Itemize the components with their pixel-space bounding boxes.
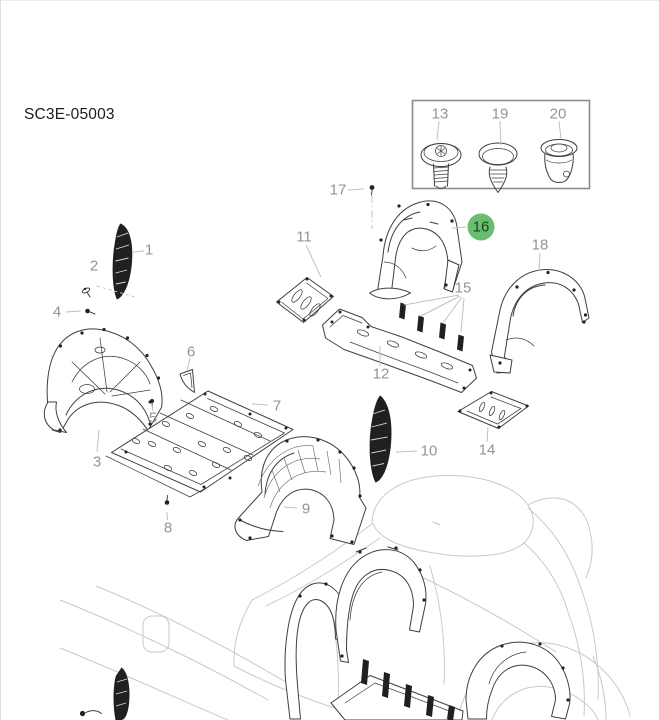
callout-number: 6 (187, 344, 195, 361)
installed-rear-wheel-liner (465, 641, 571, 720)
part-14-underbody-cover (457, 391, 529, 429)
callout-number: 9 (302, 501, 310, 518)
part-9-rear-wheel-liner (234, 436, 367, 545)
callout-20[interactable]: 20 (550, 106, 567, 123)
fastener-legend-box (411, 99, 591, 193)
grommet-nut-icon (540, 139, 578, 183)
part-1-deflector-strip (112, 223, 133, 300)
callout-number: 5 (149, 410, 157, 427)
callout-number: 10 (421, 443, 438, 460)
push-clip-icon (478, 142, 518, 193)
installed-underbody-panel (330, 659, 464, 720)
part-15-clips (399, 302, 464, 352)
page-code: SC3E-05003 (24, 106, 115, 123)
callout-number: 19 (492, 106, 509, 123)
callout-number: 7 (273, 398, 281, 415)
callout-5[interactable]: 5 (149, 410, 157, 427)
part-8-screw (164, 495, 170, 505)
callout-16[interactable]: 16 (467, 213, 495, 241)
callout-4[interactable]: 4 (53, 304, 61, 321)
part-4-screw (85, 308, 96, 315)
part-2-fastener (81, 287, 91, 298)
callout-number: 20 (550, 106, 567, 123)
callout-18[interactable]: 18 (532, 237, 549, 254)
callout-number: 14 (479, 442, 496, 459)
highlight-circle (467, 213, 495, 241)
torx-screw-icon (420, 143, 462, 189)
part-11-underbody-cover (276, 277, 334, 323)
page-left-border (0, 0, 1, 720)
installed-fastener (79, 710, 102, 717)
callout-number: 17 (330, 182, 347, 199)
callout-number: 18 (532, 237, 549, 254)
callout-17[interactable]: 17 (330, 182, 347, 199)
callout-number: 16 (473, 219, 490, 236)
callout-6[interactable]: 6 (187, 344, 195, 361)
part-6-bracket (179, 369, 195, 393)
callout-2[interactable]: 2 (90, 258, 98, 275)
car-outline (59, 475, 631, 720)
callout-number: 12 (373, 366, 390, 383)
part-16-front-wheel-liner (369, 200, 463, 300)
callout-13[interactable]: 13 (432, 106, 449, 123)
part-17-screw (369, 185, 375, 196)
callout-3[interactable]: 3 (93, 454, 101, 471)
callout-12[interactable]: 12 (373, 366, 390, 383)
callout-number: 8 (164, 520, 172, 537)
callout-number: 11 (296, 229, 312, 246)
callout-number: 13 (432, 106, 449, 123)
callout-number: 1 (145, 242, 153, 259)
callout-8[interactable]: 8 (164, 520, 172, 537)
callout-14[interactable]: 14 (479, 442, 496, 459)
part-12-crossmember-cover (322, 308, 477, 393)
part-7-underbody-panel (105, 390, 294, 498)
callout-10[interactable]: 10 (421, 443, 438, 460)
callout-15[interactable]: 15 (455, 280, 472, 297)
part-18-rear-wheel-liner (489, 269, 590, 374)
callout-7[interactable]: 7 (273, 398, 281, 415)
callout-19[interactable]: 19 (492, 106, 509, 123)
page-top-border (0, 0, 659, 1)
installed-deflector-strip (113, 667, 130, 720)
leader-lines (65, 120, 562, 521)
part-10-deflector-strip (369, 395, 392, 483)
callout-number: 2 (90, 258, 98, 275)
callout-11[interactable]: 11 (296, 229, 312, 246)
callout-9[interactable]: 9 (302, 501, 310, 518)
callout-1[interactable]: 1 (145, 242, 153, 259)
callout-number: 4 (53, 304, 61, 321)
part-3-front-wheel-liner (43, 327, 163, 433)
callout-number: 15 (455, 280, 472, 297)
installed-mid-wheel-liner (335, 546, 427, 663)
callout-number: 3 (93, 454, 101, 471)
